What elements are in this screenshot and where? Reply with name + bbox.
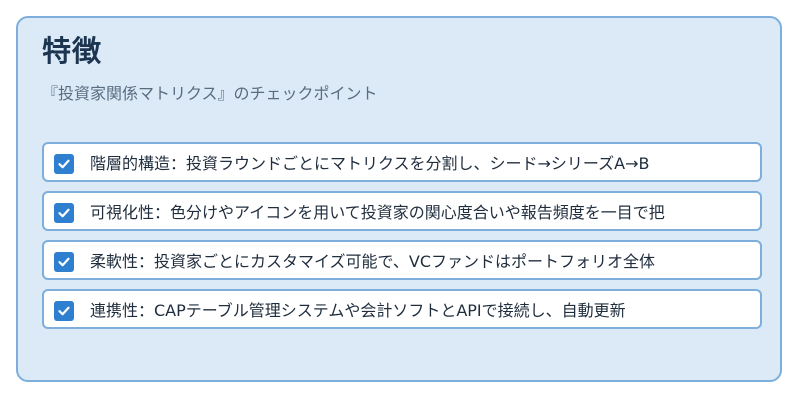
checkbox-checked-icon[interactable] [54,301,74,321]
feature-card: 特徴 『投資家関係マトリクス』のチェックポイント 階層的構造：投資ラウンドごとに… [16,16,782,382]
card-subtitle: 『投資家関係マトリクス』のチェックポイント [42,84,378,103]
checklist: 階層的構造：投資ラウンドごとにマトリクスを分割し、シード→シリーズA→B 可視化… [42,142,762,338]
checklist-item-label: 連携性：CAPテーブル管理システムや会計ソフトとAPIで接続し、自動更新 [90,301,626,320]
checklist-item-flexibility: 柔軟性：投資家ごとにカスタマイズ可能で、VCファンドはポートフォリオ全体 [42,240,762,280]
checkbox-checked-icon[interactable] [54,252,74,272]
checklist-item-structure: 階層的構造：投資ラウンドごとにマトリクスを分割し、シード→シリーズA→B [42,142,762,182]
checkbox-checked-icon[interactable] [54,203,74,223]
checkbox-checked-icon[interactable] [54,154,74,174]
checklist-item-label: 柔軟性：投資家ごとにカスタマイズ可能で、VCファンドはポートフォリオ全体 [90,252,655,271]
checklist-item-visibility: 可視化性：色分けやアイコンを用いて投資家の関心度合いや報告頻度を一目で把 [42,191,762,231]
checklist-item-label: 可視化性：色分けやアイコンを用いて投資家の関心度合いや報告頻度を一目で把 [90,203,665,222]
checklist-item-integration: 連携性：CAPテーブル管理システムや会計ソフトとAPIで接続し、自動更新 [42,289,762,329]
checklist-item-label: 階層的構造：投資ラウンドごとにマトリクスを分割し、シード→シリーズA→B [90,154,650,173]
card-title: 特徴 [42,34,103,68]
